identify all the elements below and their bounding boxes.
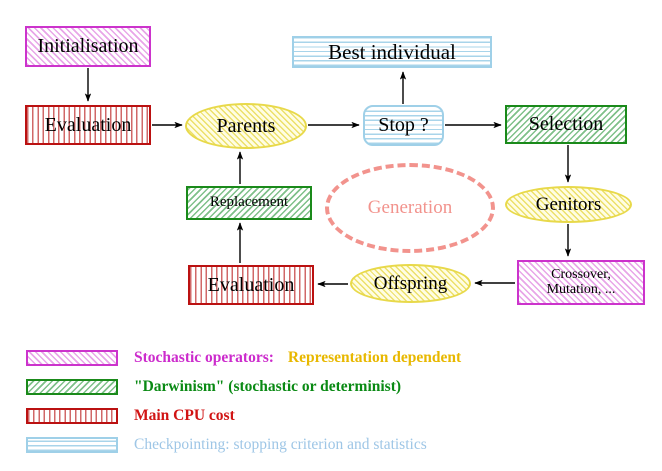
- node-label-stop: Stop ?: [378, 114, 429, 136]
- node-label-genitors: Genitors: [535, 193, 602, 215]
- node-label-replacement: Replacement: [209, 194, 289, 211]
- node-stop[interactable]: Stop ?: [363, 105, 444, 146]
- node-label-crossover: Crossover,Mutation, ...: [546, 266, 616, 297]
- node-parents[interactable]: Parents: [185, 103, 307, 149]
- node-label-initialisation: Initialisation: [37, 35, 139, 57]
- legend-row-stochastic: Stochastic operators: Representation depe…: [26, 345, 626, 370]
- legend-label-cpu-cost: Main CPU cost: [134, 406, 235, 424]
- node-label-best_individual: Best individual: [328, 39, 456, 64]
- legend-label-checkpointing: Checkpointing: stopping criterion and st…: [134, 435, 427, 453]
- legend-row-checkpointing: Checkpointing: stopping criterion and st…: [26, 432, 626, 457]
- node-label-offspring: Offspring: [373, 272, 448, 294]
- legend-label-stochastic: Stochastic operators:: [134, 348, 274, 366]
- node-label-parents: Parents: [216, 114, 276, 137]
- legend-row-cpu-cost: Main CPU cost: [26, 403, 626, 428]
- legend-label-darwinism: "Darwinism" (stochastic or determinist): [134, 377, 402, 395]
- node-selection[interactable]: Selection: [505, 105, 627, 144]
- legend-swatch-cpu-cost: [26, 407, 118, 424]
- node-evaluation_top[interactable]: Evaluation: [25, 105, 151, 145]
- node-evaluation_bot[interactable]: Evaluation: [188, 265, 314, 305]
- node-label-evaluation_top: Evaluation: [44, 113, 132, 136]
- node-label-generation: Generation: [367, 197, 453, 219]
- node-label-evaluation_bot: Evaluation: [207, 273, 295, 296]
- legend-swatch-checkpointing: [26, 436, 118, 453]
- legend-row-darwinism: "Darwinism" (stochastic or determinist): [26, 374, 626, 399]
- legend-swatch-stochastic: [26, 349, 118, 366]
- node-offspring[interactable]: Offspring: [350, 264, 471, 303]
- node-replacement[interactable]: Replacement: [186, 186, 312, 220]
- legend-extra-stochastic: Representation dependent: [287, 348, 462, 366]
- node-label-selection: Selection: [528, 113, 604, 135]
- node-initialisation[interactable]: Initialisation: [25, 26, 151, 67]
- node-crossover[interactable]: Crossover,Mutation, ...: [517, 260, 645, 305]
- node-generation[interactable]: Generation: [325, 163, 495, 253]
- legend-swatch-darwinism: [26, 378, 118, 395]
- node-genitors[interactable]: Genitors: [505, 186, 632, 223]
- legend: Stochastic operators: Representation depe…: [26, 345, 626, 461]
- node-best_individual[interactable]: Best individual: [292, 36, 492, 68]
- edges-group: [84, 68, 572, 288]
